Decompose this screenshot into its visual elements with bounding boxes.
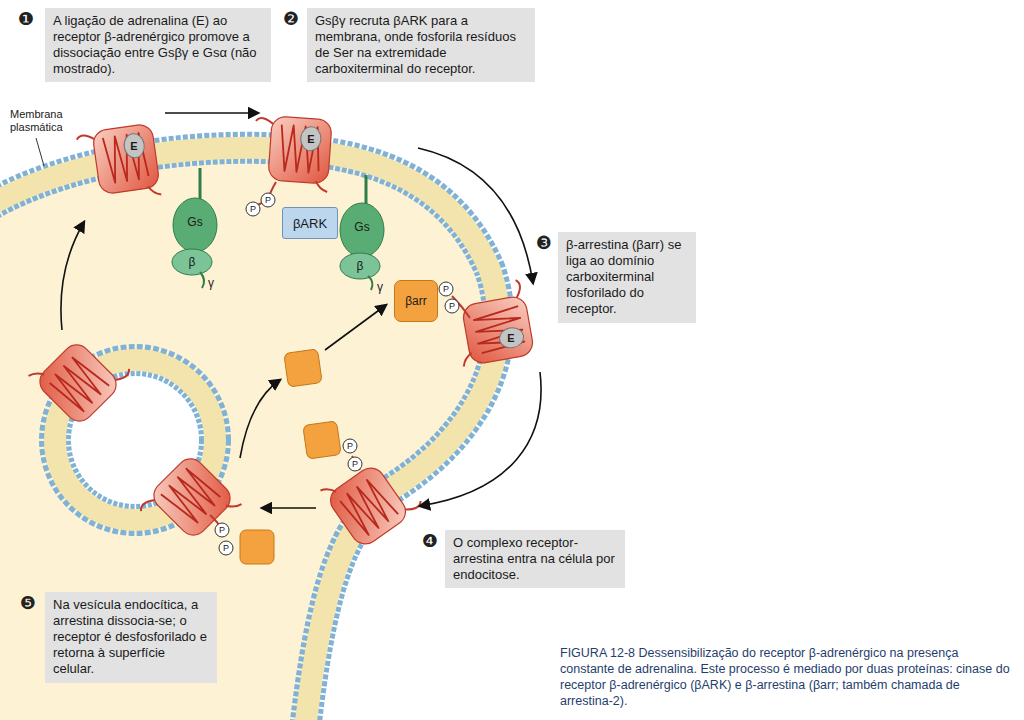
- receptor: [137, 453, 242, 558]
- callout-box: β-arrestina (βarr) se liga ao domínio ca…: [558, 232, 696, 323]
- node-text: β-arrestina (βarr) se liga ao domínio ca…: [566, 237, 688, 318]
- subunit-label: γ: [208, 277, 214, 289]
- g-protein: [172, 168, 217, 288]
- callout-number: ❷: [283, 10, 299, 28]
- subunit-label: Gs: [187, 216, 202, 228]
- callout-number: ❶: [18, 10, 34, 28]
- callout-number: ❸: [536, 234, 552, 252]
- node-text: Gsβγ recruta βARK para a membrana, onde …: [315, 13, 527, 77]
- subunit-label: Gs: [354, 221, 369, 233]
- phosphate-label: P: [219, 541, 234, 556]
- node-text: βARK: [293, 216, 327, 231]
- leader-line: [36, 138, 44, 166]
- callout-box: Gsβγ recruta βARK para a membrana, onde …: [307, 8, 535, 82]
- receptor: [251, 115, 332, 192]
- ligand-label: E: [507, 333, 514, 344]
- phosphate-label: P: [343, 439, 358, 454]
- cycle-arrow: [61, 113, 541, 508]
- kinase-box: βARK: [282, 207, 338, 239]
- receptor: [29, 322, 134, 427]
- receptor-tail: [210, 182, 470, 530]
- arrestin: [284, 349, 322, 387]
- phosphate-label: P: [215, 523, 230, 538]
- arrestin-box: βarr: [394, 280, 438, 322]
- phosphate-label: P: [246, 202, 261, 217]
- cytoplasm: [0, 148, 499, 720]
- phosphate-label: P: [261, 193, 276, 208]
- receptor: [451, 279, 535, 366]
- node-text: βarr: [405, 294, 427, 308]
- arrestin: [303, 421, 341, 459]
- callout-number: ❹: [422, 532, 438, 550]
- receptor: [76, 123, 161, 205]
- subunit-label: γ: [377, 281, 383, 293]
- phosphate-label: P: [348, 457, 363, 472]
- callout-box: O complexo receptor-arrestina entra na c…: [445, 530, 625, 588]
- node-text: O complexo receptor-arrestina entra na c…: [453, 535, 617, 583]
- callout-number: ❺: [20, 594, 36, 612]
- arrestin: [240, 530, 274, 564]
- callout-box: Na vesícula endocítica, a arrestina diss…: [45, 592, 217, 683]
- figure-caption: FIGURA 12-8 Dessensibilização do recepto…: [560, 645, 1015, 709]
- node-text: A ligação de adrenalina (E) ao receptor …: [53, 13, 263, 77]
- membrane-label: Membrana plasmática: [10, 108, 90, 134]
- phosphate-label: P: [445, 299, 460, 314]
- node-text: Na vesícula endocítica, a arrestina diss…: [53, 597, 209, 678]
- plasma-membrane: [0, 148, 499, 720]
- receptor: [320, 447, 424, 550]
- subunit-label: β: [189, 256, 196, 268]
- g-protein: [340, 175, 384, 290]
- ligand-label: E: [130, 141, 137, 152]
- subunit-label: β: [357, 260, 364, 272]
- phosphate-label: P: [439, 282, 454, 297]
- callout-box: A ligação de adrenalina (E) ao receptor …: [45, 8, 271, 82]
- ligand-label: E: [307, 134, 314, 145]
